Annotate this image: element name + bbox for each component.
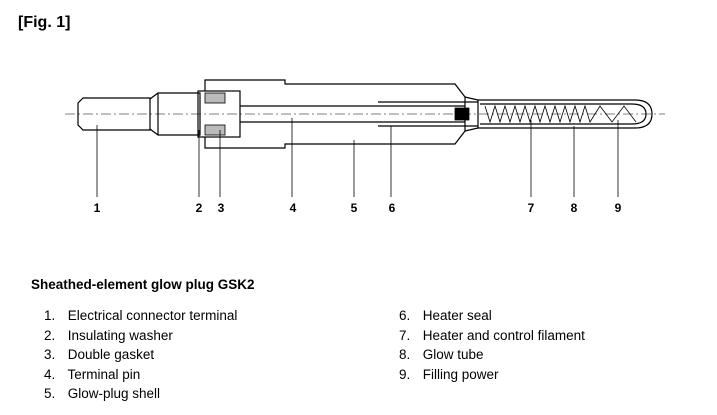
legend-text: Electrical connector terminal bbox=[67, 308, 238, 323]
legend-number: 1. bbox=[44, 308, 56, 323]
callout-8: 8 bbox=[571, 201, 578, 215]
legend-item: 7. Heater and control filament bbox=[399, 328, 585, 348]
callout-1: 1 bbox=[94, 201, 101, 215]
callout-6: 6 bbox=[389, 201, 396, 215]
legend-number: 8. bbox=[399, 347, 411, 363]
legend-list-right: 6. Heater seal 7. Heater and control fil… bbox=[399, 308, 585, 386]
legend-text: Double gasket bbox=[67, 347, 155, 363]
terminal-pin-outline bbox=[240, 105, 465, 123]
double-gasket bbox=[204, 92, 226, 104]
callout-7: 7 bbox=[528, 201, 535, 215]
heater-seal bbox=[454, 107, 470, 121]
legend-text: Insulating washer bbox=[67, 327, 173, 343]
legend-number: 6. bbox=[399, 308, 411, 323]
legend-text: Glow tube bbox=[422, 347, 484, 363]
legend-item: 8. Glow tube bbox=[399, 347, 585, 367]
callout-9: 9 bbox=[615, 201, 622, 215]
callout-3: 3 bbox=[218, 201, 225, 215]
legend-item: 9. Filling power bbox=[399, 367, 585, 387]
figure-caption: Sheathed-element glow plug GSK2 bbox=[31, 277, 255, 292]
callout-5: 5 bbox=[351, 201, 358, 215]
legend-text: Heater and control filament bbox=[422, 327, 585, 343]
legend-list-left: 1. Electrical connector terminal 2. Insu… bbox=[44, 308, 237, 406]
legend-number: 3. bbox=[44, 347, 56, 363]
legend-item: 1. Electrical connector terminal bbox=[44, 308, 237, 328]
figure-label: [Fig. 1] bbox=[18, 14, 71, 31]
legend-item: 3. Double gasket bbox=[44, 347, 237, 367]
legend-item: 6. Heater seal bbox=[399, 308, 585, 328]
legend-number: 5. bbox=[44, 386, 56, 402]
legend-text: Filling power bbox=[422, 366, 499, 382]
callout-2: 2 bbox=[196, 201, 203, 215]
glow-tube-outline bbox=[478, 99, 653, 129]
legend-text: Terminal pin bbox=[67, 366, 141, 382]
legend-number: 9. bbox=[399, 366, 411, 382]
legend-number: 4. bbox=[44, 366, 56, 382]
legend-number: 2. bbox=[44, 327, 56, 343]
legend-text: Glow-plug shell bbox=[67, 386, 161, 402]
legend-number: 7. bbox=[399, 327, 411, 343]
legend-text: Heater seal bbox=[422, 308, 492, 323]
legend-item: 4. Terminal pin bbox=[44, 367, 237, 387]
legend-item: 5. Glow-plug shell bbox=[44, 386, 237, 406]
callout-4: 4 bbox=[290, 201, 297, 215]
legend-item: 2. Insulating washer bbox=[44, 328, 237, 348]
glow-plug-drawing: 1 2 3 4 5 6 7 8 9 bbox=[65, 79, 665, 215]
connector-terminal-outline bbox=[77, 97, 151, 131]
